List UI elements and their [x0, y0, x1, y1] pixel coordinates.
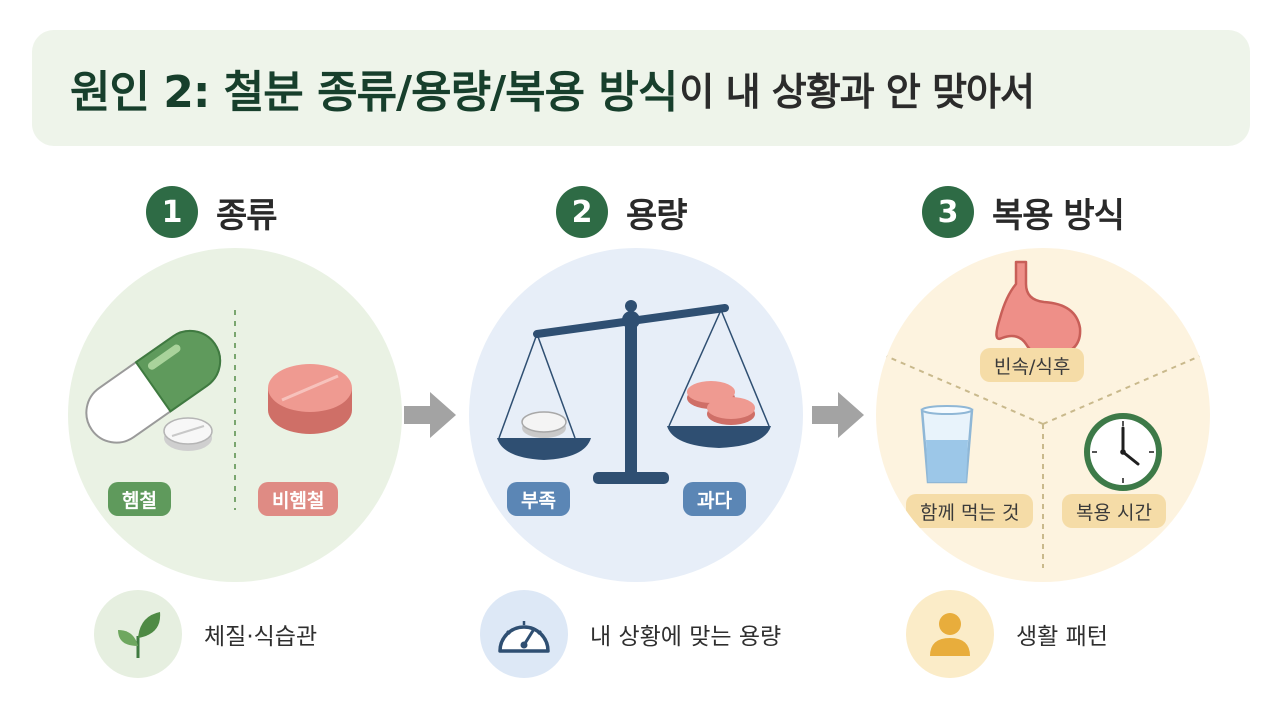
balance-scale-icon — [497, 300, 771, 484]
person-icon — [906, 590, 994, 678]
excess-label: 과다 — [683, 482, 746, 516]
arrow-right-icon — [404, 392, 456, 438]
gauge-icon — [480, 590, 568, 678]
water-glass-icon — [920, 405, 974, 484]
timing-label: 빈속/식후 — [980, 348, 1085, 382]
footer-3-text: 생활 패턴 — [1016, 624, 1108, 650]
scale-illustration — [497, 300, 771, 484]
method-illustration — [885, 260, 1201, 568]
footer-1: 체질·식습관 — [94, 590, 317, 678]
with-food-label: 함께 먹는 것 — [906, 494, 1034, 528]
pink-tablet-icon — [268, 364, 352, 434]
capsule-icon — [85, 329, 222, 444]
section-2-number: 2 — [556, 186, 608, 238]
arrow-right-icon-2 — [812, 392, 864, 438]
section-2-header: 2 용량 — [556, 184, 688, 240]
method-circle: 빈속/식후 함께 먹는 것 복용 시간 — [876, 248, 1210, 582]
footer-2-text: 내 상황에 맞는 용량 — [590, 624, 782, 650]
clock-icon — [1084, 413, 1162, 491]
stomach-icon — [995, 260, 1082, 358]
title-banner: 원인 2: 철분 종류/용량/복용 방식 이 내 상황과 안 맞아서 — [32, 30, 1250, 146]
type-illustration — [85, 310, 352, 510]
section-1-header: 1 종류 — [146, 184, 278, 240]
leaf-icon — [94, 590, 182, 678]
dose-time-label: 복용 시간 — [1062, 494, 1166, 528]
section-2-title: 용량 — [626, 195, 688, 236]
deficient-label: 부족 — [507, 482, 570, 516]
section-1-number: 1 — [146, 186, 198, 238]
section-1-title: 종류 — [216, 195, 278, 236]
section-3-title: 복용 방식 — [992, 195, 1125, 236]
footer-3: 생활 패턴 — [906, 590, 1108, 678]
type-circle: 헴철 비헴철 — [68, 248, 402, 582]
dose-circle: 부족 과다 — [469, 248, 803, 582]
title-main: 원인 2: 철분 종류/용량/복용 방식 — [70, 67, 678, 118]
footer-1-text: 체질·식습관 — [204, 624, 318, 650]
white-tablet-icon — [163, 417, 213, 451]
footer-2: 내 상황에 맞는 용량 — [480, 590, 781, 678]
title-rest: 이 내 상황과 안 맞아서 — [679, 69, 1035, 114]
section-3-number: 3 — [922, 186, 974, 238]
heme-label: 헴철 — [108, 482, 171, 516]
section-3-header: 3 복용 방식 — [922, 184, 1125, 240]
nonheme-label: 비헴철 — [258, 482, 339, 516]
